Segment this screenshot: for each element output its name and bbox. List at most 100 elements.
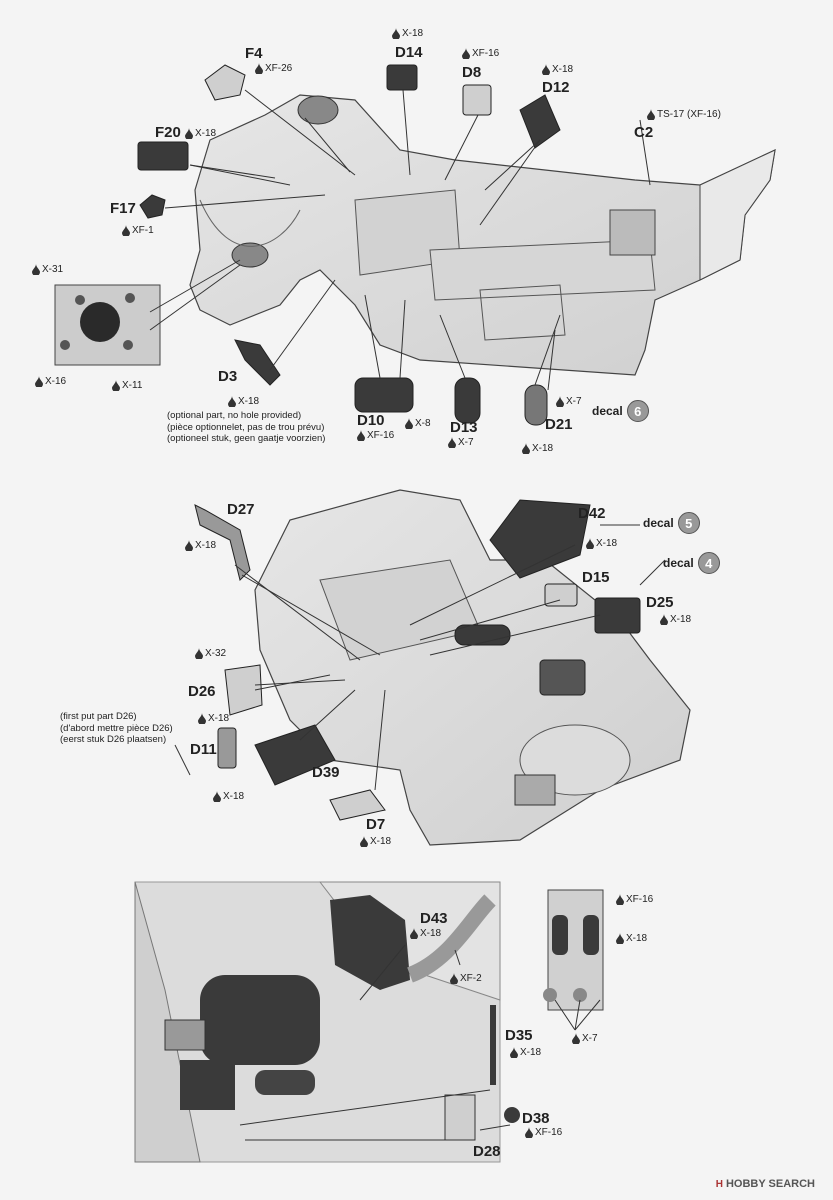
part-label-d28: D28 — [473, 1143, 501, 1160]
paint-c2: TS-17 (XF-16) — [647, 109, 721, 121]
paint-d21b: X-18 — [522, 443, 553, 455]
paint-code: X-18 — [670, 614, 692, 625]
watermark-text: HOBBY SEARCH — [725, 1178, 815, 1190]
decal-number: 4 — [697, 552, 720, 574]
paint-code: XF-16 — [472, 48, 500, 59]
paint-x16: X-16 — [35, 376, 67, 388]
decal-number: 6 — [626, 400, 649, 422]
bottom-leaders — [239, 944, 601, 1141]
paint-code: X-7 — [566, 396, 582, 407]
top-leaders — [149, 89, 651, 391]
paint-d25: X-18 — [660, 614, 692, 626]
paint-d21a: X-7 — [556, 396, 582, 408]
paint-d13: X-7 — [448, 437, 474, 449]
paint-drop-icon — [357, 430, 365, 442]
paint-d27: X-18 — [185, 540, 217, 552]
paint-f20: X-18 — [185, 128, 217, 140]
part-label-d39: D39 — [312, 764, 340, 781]
paint-code: X-18 — [520, 1047, 542, 1058]
paint-drop-icon — [616, 894, 624, 906]
middle-parts — [194, 499, 641, 821]
part-label-d11: D11 — [190, 741, 217, 758]
top-chassis — [189, 94, 776, 376]
part-label-d7: D7 — [366, 816, 386, 833]
paint-drop-icon — [228, 396, 236, 408]
paint-code: X-18 — [195, 128, 217, 139]
paint-drop-icon — [185, 128, 193, 140]
part-label-f20: F20 — [155, 124, 181, 141]
hobby-search-logo-icon: H — [715, 1178, 723, 1190]
paint-drop-icon — [32, 264, 40, 276]
paint-code: XF-16 — [626, 894, 654, 905]
paint-d42: X-18 — [586, 538, 617, 550]
inset-detail — [54, 284, 161, 366]
paint-drop-icon — [185, 540, 193, 552]
part-label-d38: D38 — [522, 1110, 550, 1127]
paint-code: X-18 — [552, 64, 574, 75]
paint-code: TS-17 (XF-16) — [657, 109, 721, 120]
paint-x31: X-31 — [32, 264, 64, 276]
part-label-d12: D12 — [542, 79, 570, 96]
part-label-d10: D10 — [357, 412, 385, 429]
paint-code: X-31 — [42, 264, 64, 275]
paint-d14: X-18 — [392, 28, 423, 40]
paint-code: X-32 — [205, 648, 227, 659]
paint-drop-icon — [556, 396, 564, 408]
paint-drop-icon — [360, 836, 368, 848]
part-label-d15: D15 — [582, 569, 610, 586]
decal-number: 5 — [677, 512, 700, 534]
paint-x32: X-32 — [195, 648, 227, 660]
paint-drop-icon — [572, 1033, 580, 1045]
note-d26: (first put part D26) (d'abord mettre piè… — [60, 711, 173, 746]
paint-drop-icon — [35, 376, 43, 388]
paint-d38: XF-16 — [525, 1127, 562, 1139]
part-label-d13: D13 — [450, 419, 478, 436]
paint-d12: X-18 — [542, 64, 574, 76]
paint-drop-icon — [112, 380, 120, 392]
part-label-d42: D42 — [578, 505, 606, 522]
paint-code: X-16 — [45, 376, 67, 387]
middle-leaders — [174, 524, 666, 791]
paint-code: X-18 — [223, 791, 245, 802]
middle-chassis — [254, 489, 691, 846]
note-line: (pièce optionnelet, pas de trou prévu) — [167, 421, 325, 433]
part-label-d14: D14 — [395, 44, 423, 61]
paint-code: XF-2 — [460, 973, 482, 984]
note-line: (first put part D26) — [60, 711, 137, 722]
note-d3: (optional part, no hole provided) (pièce… — [167, 410, 325, 445]
paint-code: X-18 — [238, 396, 260, 407]
note-line: (d'abord mettre pièce D26) — [60, 722, 173, 734]
paint-drop-icon — [392, 28, 400, 40]
part-label-d26: D26 — [188, 683, 216, 700]
paint-drop-icon — [405, 418, 413, 430]
paint-code: X-7 — [582, 1033, 598, 1044]
paint-d3: X-18 — [228, 396, 260, 408]
paint-d26: X-18 — [198, 713, 229, 725]
part-label-d3: D3 — [218, 368, 238, 385]
paint-drop-icon — [660, 614, 668, 626]
paint-d11: X-18 — [213, 791, 245, 803]
paint-drop-icon — [195, 648, 203, 660]
paint-d8: XF-16 — [462, 48, 500, 60]
paint-code: X-8 — [415, 418, 431, 429]
paint-drop-icon — [525, 1127, 533, 1139]
paint-code: X-18 — [195, 540, 217, 551]
paint-drop-icon — [198, 713, 206, 725]
paint-d7: X-18 — [360, 836, 391, 848]
paint-drop-icon — [255, 63, 263, 75]
paint-drop-icon — [522, 443, 530, 455]
paint-f17: XF-1 — [122, 225, 154, 237]
paint-right-x7: X-7 — [572, 1033, 598, 1045]
paint-code: XF-16 — [367, 430, 395, 441]
paint-drop-icon — [213, 791, 221, 803]
bottom-detail — [134, 881, 604, 1163]
paint-d43: X-18 — [410, 928, 441, 940]
part-label-d8: D8 — [462, 64, 482, 81]
part-label-d21: D21 — [545, 416, 573, 433]
note-line: (optioneel stuk, geen gaatje voorzien) — [167, 433, 326, 444]
top-parts — [137, 64, 561, 426]
paint-drop-icon — [462, 48, 470, 60]
